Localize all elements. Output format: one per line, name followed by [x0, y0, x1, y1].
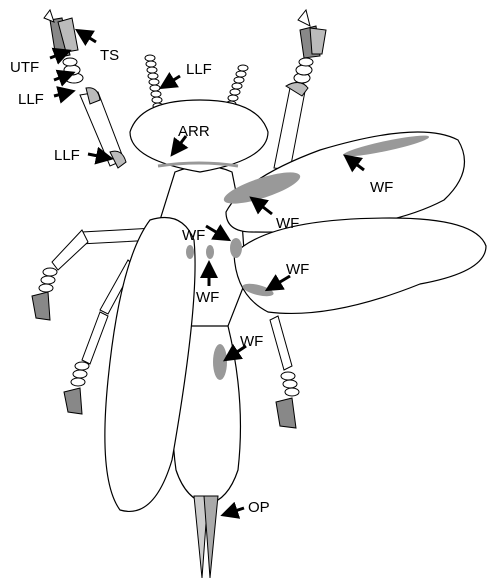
leg-front-right	[274, 10, 326, 170]
label-ts: TS	[100, 47, 119, 64]
label-wf-abdomen: WF	[240, 333, 263, 350]
label-wf-right-lower: WF	[286, 261, 309, 278]
label-llf-left: LLF	[18, 91, 44, 108]
label-op: OP	[248, 499, 270, 516]
label-wf-right-top: WF	[370, 179, 393, 196]
label-wf-right-mid: WF	[276, 215, 299, 232]
wing-right-lower	[234, 218, 486, 313]
label-llf-antenna: LLF	[186, 61, 212, 78]
ovipositor	[194, 496, 218, 578]
label-arr: ARR	[178, 123, 210, 140]
antenna-left	[145, 55, 163, 109]
label-wf-center: WF	[182, 227, 205, 244]
leg-hind-right	[270, 316, 299, 428]
label-utf: UTF	[10, 59, 39, 76]
label-llf-femur: LLF	[54, 147, 80, 164]
label-wf-center-below: WF	[196, 289, 219, 306]
